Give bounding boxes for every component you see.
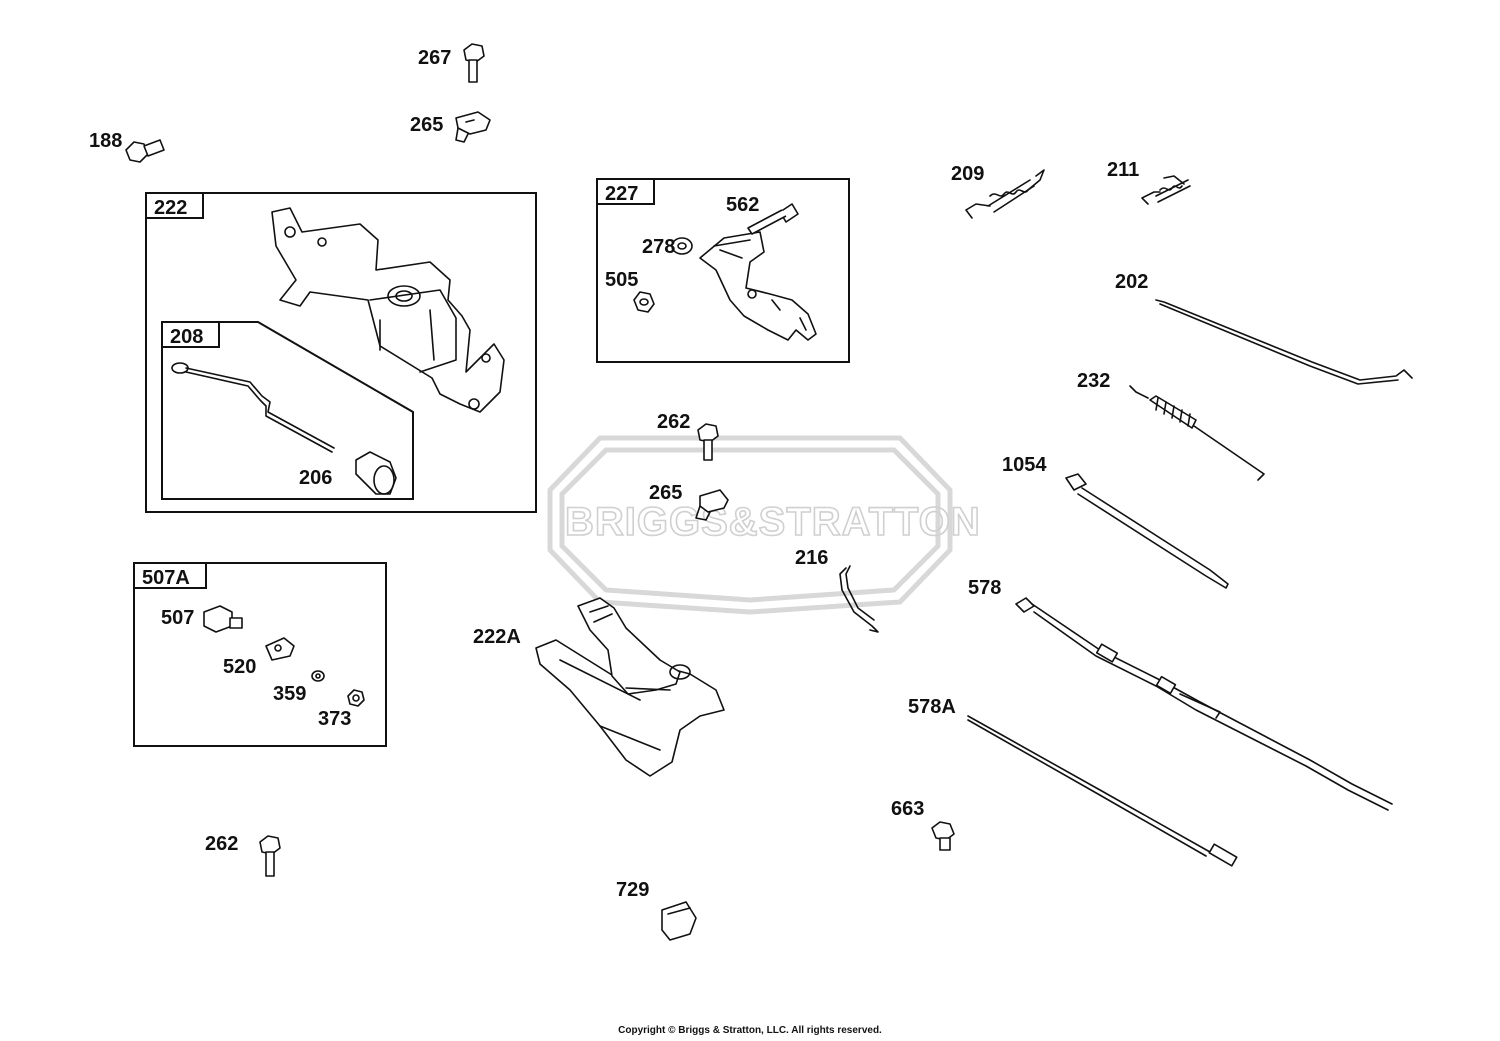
callout-507: 507 <box>161 607 194 629</box>
box-tag-227: 227 <box>605 183 638 205</box>
callout-262-bottom: 262 <box>205 833 238 855</box>
callout-265-middle: 265 <box>649 482 682 504</box>
callout-labels: 267 265 188 206 562 278 505 209 211 202 … <box>89 47 1148 901</box>
link-rod-208-icon <box>171 362 335 453</box>
box-222: 222 <box>145 192 537 513</box>
callout-222A: 222A <box>473 626 521 648</box>
callout-232: 232 <box>1077 370 1110 392</box>
cable-578-icon <box>1015 597 1393 811</box>
callout-359: 359 <box>273 683 306 705</box>
callout-278: 278 <box>642 236 675 258</box>
callout-206: 206 <box>299 467 332 489</box>
callout-262-middle: 262 <box>657 411 690 433</box>
box-507A: 507A <box>133 562 387 747</box>
bolt-663-icon <box>931 821 955 851</box>
callout-265-top: 265 <box>410 114 443 136</box>
wire-link-216-icon <box>839 565 879 633</box>
watermark-text: BRIGGS&STRATTON <box>565 500 981 544</box>
spring-211-icon <box>1141 175 1191 205</box>
callout-188: 188 <box>89 130 122 152</box>
callout-663: 663 <box>891 798 924 820</box>
rod-202-icon <box>1155 299 1413 385</box>
knob-206-icon <box>355 451 397 495</box>
callout-729: 729 <box>616 879 649 901</box>
washer-278-icon <box>671 237 693 255</box>
spring-232-icon <box>1129 385 1265 481</box>
callout-520: 520 <box>223 656 256 678</box>
clip-265-middle-icon <box>695 489 729 521</box>
clip-729-icon <box>661 901 697 941</box>
washer-359-icon <box>311 670 325 682</box>
bolt-267-icon <box>463 43 485 83</box>
callout-505: 505 <box>605 269 638 291</box>
box-tag-208: 208 <box>170 326 203 348</box>
bolt-262-bottom-icon <box>259 835 281 877</box>
callout-267: 267 <box>418 47 451 69</box>
callout-211: 211 <box>1107 159 1139 181</box>
throttle-lever-227-icon <box>699 231 817 341</box>
box-208: 208 <box>161 321 414 500</box>
copyright-notice: Copyright © Briggs & Stratton, LLC. All … <box>618 1025 882 1036</box>
control-plate-222A-icon <box>535 597 725 777</box>
box-tag-507A: 507A <box>142 567 190 589</box>
bolt-262-middle-icon <box>697 423 719 461</box>
nut-373-icon <box>347 689 365 707</box>
nut-505-icon <box>633 291 655 313</box>
pin-562-icon <box>747 203 799 235</box>
switch-507-icon <box>203 605 243 633</box>
callout-209: 209 <box>951 163 984 185</box>
box-tag-222: 222 <box>154 197 187 219</box>
callout-216: 216 <box>795 547 828 569</box>
spring-209-icon <box>965 169 1045 219</box>
bolt-188-icon <box>125 139 165 163</box>
callout-578A: 578A <box>908 696 956 718</box>
cable-tie-1054-icon <box>1065 473 1229 589</box>
callout-578: 578 <box>968 577 1001 599</box>
box-227: 227 <box>596 178 850 363</box>
bracket-520-icon <box>265 637 295 661</box>
callout-1054: 1054 <box>1002 454 1047 476</box>
governor-bracket-222-icon <box>271 207 505 413</box>
callout-202: 202 <box>1115 271 1148 293</box>
cable-578A-icon <box>967 715 1238 867</box>
callout-562: 562 <box>726 194 759 216</box>
callout-373: 373 <box>318 708 351 730</box>
brand-watermark: BRIGGS&STRATTON <box>547 435 981 615</box>
clip-265-top-icon <box>455 111 491 143</box>
